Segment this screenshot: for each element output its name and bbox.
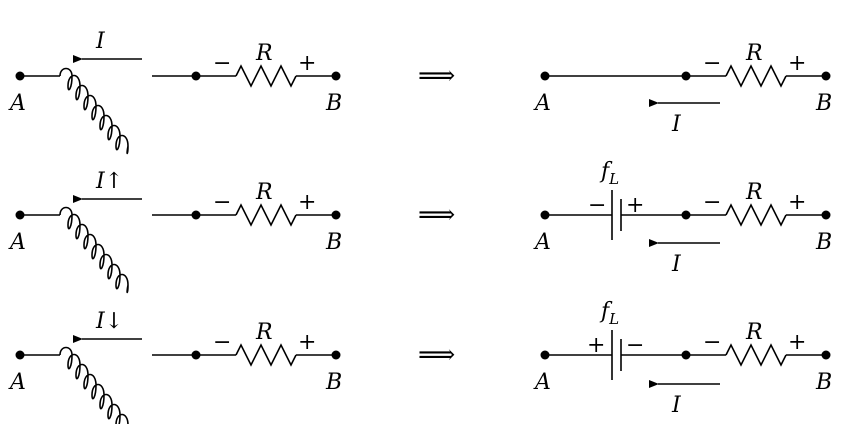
inductor-coil xyxy=(59,206,129,294)
resistor-plus-sign: + xyxy=(298,190,316,215)
node-a-label: A xyxy=(8,230,26,255)
resistor-plus-sign: + xyxy=(298,330,316,355)
node-b-label: B xyxy=(325,370,342,395)
source-right-sign: − xyxy=(626,333,644,358)
row-3-right-circuit: fL + − I R − + A B xyxy=(533,299,832,418)
node-a-label: A xyxy=(533,230,551,255)
node-dot xyxy=(331,71,341,81)
source-left-sign: − xyxy=(588,193,606,218)
source-label: fL xyxy=(599,299,619,328)
source-label: fL xyxy=(599,159,619,188)
resistor xyxy=(725,203,787,227)
row-3: I↓ R − + A B ⟹ fL + − I R − + xyxy=(8,299,832,424)
node-a-label: A xyxy=(8,370,26,395)
node-dot xyxy=(821,210,831,220)
node-dot xyxy=(681,350,691,360)
row-1-left-circuit: I R − + A B xyxy=(8,29,342,155)
current-label: I↓ xyxy=(95,309,123,334)
node-dot xyxy=(821,71,831,81)
row-1: I R − + A B ⟹ I R − + A B xyxy=(8,29,832,155)
resistor xyxy=(235,64,297,88)
current-label: I xyxy=(95,29,106,54)
resistor-minus-sign: − xyxy=(703,330,721,355)
implies-arrow: ⟹ xyxy=(418,200,455,230)
resistor-label: R xyxy=(255,320,273,345)
node-dot xyxy=(540,210,550,220)
implies-arrow: ⟹ xyxy=(418,340,455,370)
resistor-minus-sign: − xyxy=(213,51,231,76)
resistor-minus-sign: − xyxy=(703,51,721,76)
source-label-subscript: L xyxy=(608,170,619,188)
resistor-minus-sign: − xyxy=(213,190,231,215)
node-a-label: A xyxy=(533,91,551,116)
implies-arrow: ⟹ xyxy=(418,61,455,91)
current-label: I xyxy=(671,112,682,137)
resistor-minus-sign: − xyxy=(213,330,231,355)
node-dot xyxy=(191,350,201,360)
row-2-left-circuit: I↑ R − + A B xyxy=(8,169,342,294)
resistor xyxy=(235,343,297,367)
node-b-label: B xyxy=(815,230,832,255)
resistor-minus-sign: − xyxy=(703,190,721,215)
node-dot xyxy=(681,71,691,81)
node-b-label: B xyxy=(325,230,342,255)
resistor-label: R xyxy=(255,41,273,66)
node-dot xyxy=(15,350,25,360)
source-left-sign: + xyxy=(587,333,605,358)
resistor-plus-sign: + xyxy=(788,51,806,76)
node-dot xyxy=(540,71,550,81)
resistor-plus-sign: + xyxy=(298,51,316,76)
current-label: I xyxy=(671,393,682,418)
resistor-label: R xyxy=(745,41,763,66)
current-label: I xyxy=(671,252,682,277)
current-label: I↑ xyxy=(95,169,123,194)
node-dot xyxy=(15,210,25,220)
row-2-right-circuit: fL − + I R − + A B xyxy=(533,159,832,277)
node-b-label: B xyxy=(325,91,342,116)
node-dot xyxy=(681,210,691,220)
node-dot xyxy=(331,350,341,360)
source-label-subscript: L xyxy=(608,310,619,328)
row-2: I↑ R − + A B ⟹ fL − + I R − + xyxy=(8,159,832,294)
inductor-coil xyxy=(59,346,129,424)
source-right-sign: + xyxy=(626,193,644,218)
node-b-label: B xyxy=(815,91,832,116)
resistor-label: R xyxy=(745,180,763,205)
node-a-label: A xyxy=(8,91,26,116)
node-dot xyxy=(540,350,550,360)
resistor xyxy=(235,203,297,227)
resistor-plus-sign: + xyxy=(788,190,806,215)
resistor-label: R xyxy=(745,320,763,345)
node-dot xyxy=(821,350,831,360)
row-3-left-circuit: I↓ R − + A B xyxy=(8,309,342,424)
row-1-right-circuit: I R − + A B xyxy=(533,41,832,137)
node-a-label: A xyxy=(533,370,551,395)
node-b-label: B xyxy=(815,370,832,395)
resistor-plus-sign: + xyxy=(788,330,806,355)
node-dot xyxy=(15,71,25,81)
inductor-coil xyxy=(59,67,129,155)
node-dot xyxy=(191,71,201,81)
node-dot xyxy=(191,210,201,220)
resistor-label: R xyxy=(255,180,273,205)
node-dot xyxy=(331,210,341,220)
resistor xyxy=(725,343,787,367)
resistor xyxy=(725,64,787,88)
